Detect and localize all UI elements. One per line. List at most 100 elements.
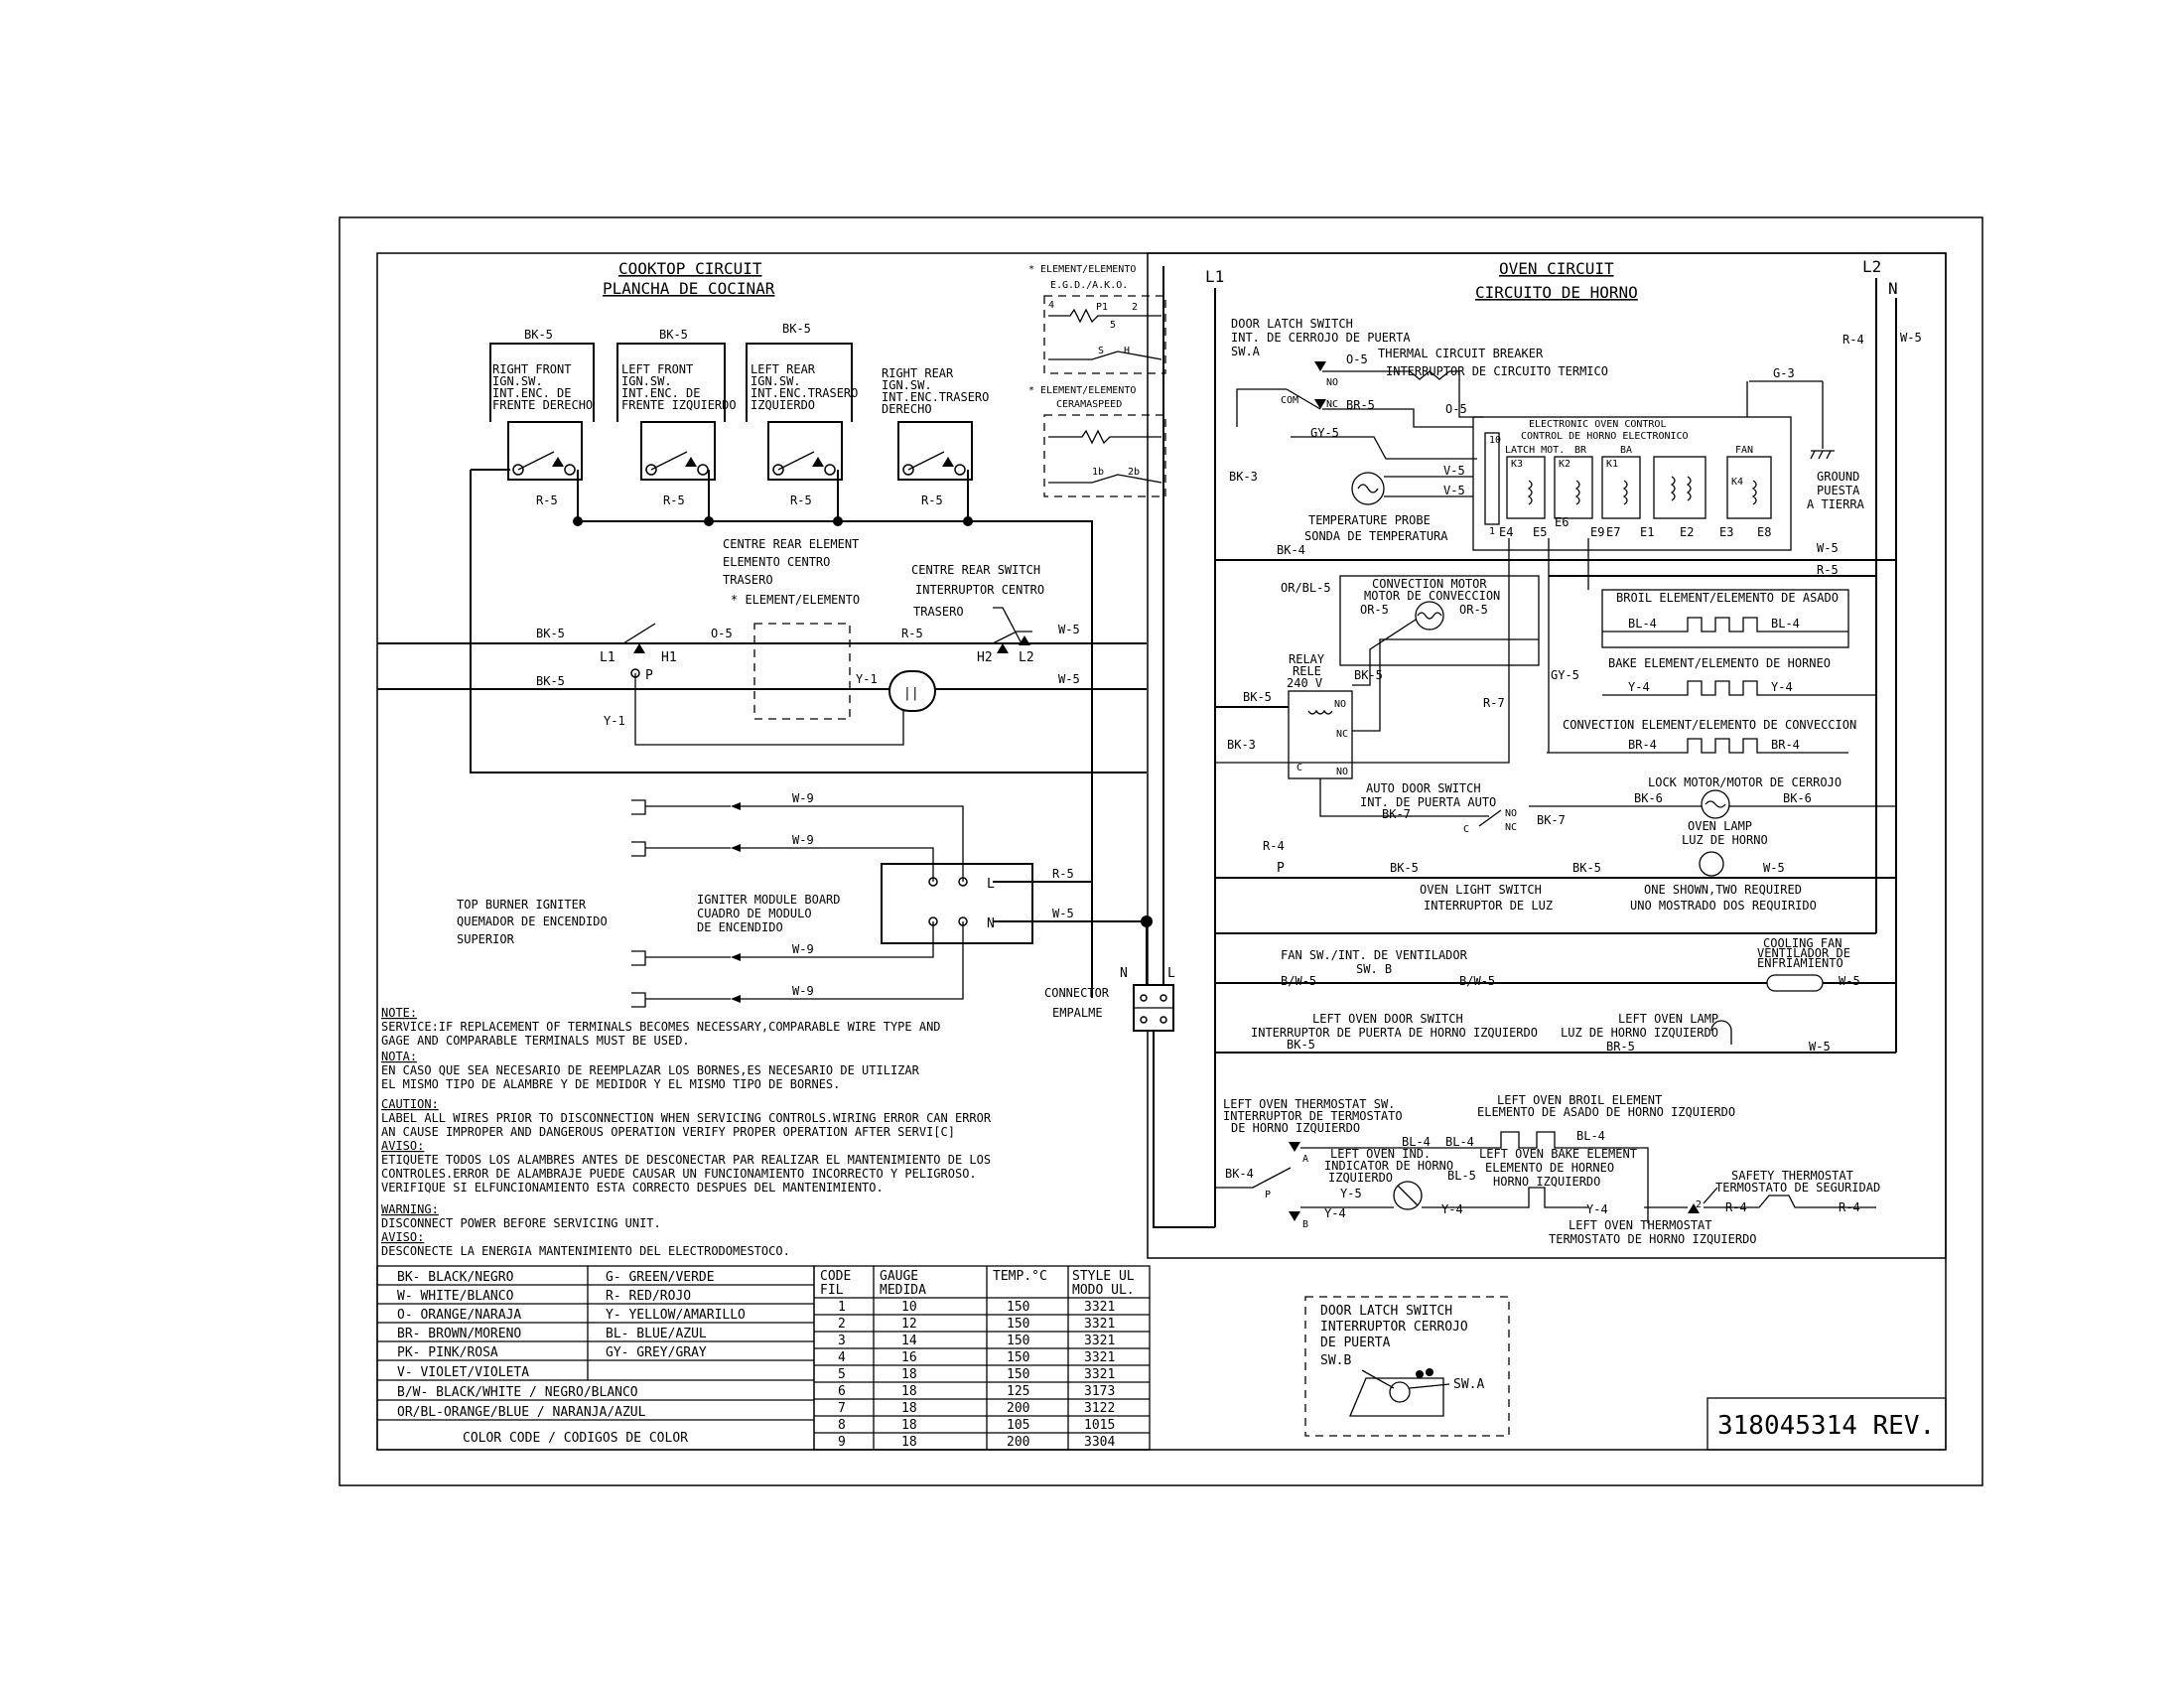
left-door-label: LEFT OVEN DOOR SWITCH [1312, 1012, 1463, 1026]
left-lamp-label: LEFT OVEN LAMP [1618, 1012, 1718, 1026]
legend-title: * ELEMENT/ELEMENTO [1028, 385, 1136, 396]
relay-pin: C [1297, 763, 1302, 774]
table-cell: 3321 [1084, 1300, 1115, 1315]
switch-name-line: IGN.SW. [751, 374, 801, 388]
wire-label: R-5 [790, 493, 812, 507]
notes-block: NOTE: SERVICE:IF REPLACEMENT OF TERMINAL… [381, 1006, 992, 1258]
probe-label: TEMPERATURE PROBE [1308, 513, 1431, 527]
note-line: EL MISMO TIPO DE ALAMBRE Y DE MEDIDOR Y … [381, 1077, 840, 1091]
inset-text: INTERRUPTOR CERROJO [1320, 1320, 1468, 1335]
control-terminal: E2 [1680, 525, 1694, 539]
left-ind-label: IZQUIERDO [1328, 1171, 1393, 1185]
wire-label: BK-5 [782, 322, 811, 336]
connector-empalme: N L CONNECTOR EMPALME [1044, 266, 1175, 1228]
inset-text: DOOR LATCH SWITCH [1320, 1304, 1452, 1319]
wire-label: BK-5 [1390, 861, 1419, 875]
wire-label: R-5 [663, 493, 685, 507]
safety-thermo-label: TERMOSTATO DE SEGURIDAD [1715, 1181, 1880, 1195]
wire-label: V-5 [1443, 464, 1465, 478]
color-code-wide-cell: OR/BL-ORANGE/BLUE / NARANJA/AZUL [397, 1405, 646, 1420]
note-heading: WARNING: [381, 1202, 439, 1216]
centre-element-label: * ELEMENT/ELEMENTO [731, 593, 860, 607]
centre-switch-label: INTERRUPTOR CENTRO [915, 583, 1044, 597]
terminal-label: L2 [1019, 650, 1034, 665]
connector-pin: L [1167, 966, 1175, 981]
table-cell: 200 [1007, 1435, 1029, 1450]
cooling-fan-label: VENTILADOR DE [1757, 946, 1850, 960]
relay-label: RELE [1293, 664, 1321, 678]
note-line: CONTROLES.ERROR DE ALAMBRAJE PUEDE CAUSA… [381, 1167, 977, 1181]
table-cell: 18 [901, 1435, 917, 1450]
switch-name-line: IGN.SW. [492, 374, 543, 388]
wire-label: BR-4 [1771, 738, 1800, 752]
light-switch-label: INTERRUPTOR DE LUZ [1424, 899, 1553, 913]
table-cell: 7 [838, 1401, 846, 1416]
wire-label: W-5 [1900, 331, 1922, 345]
table-header: CODE [820, 1269, 851, 1284]
table-cell: 18 [901, 1418, 917, 1433]
wire-label: G-3 [1773, 366, 1795, 380]
fan-switch-label: FAN SW./INT. DE VENTILADOR [1281, 948, 1468, 962]
wire-label: R-7 [1483, 696, 1505, 710]
relay-pin: NO [1336, 767, 1348, 777]
control-terminal: E6 [1555, 515, 1569, 529]
wire-label: W-9 [792, 984, 814, 998]
color-code-cell: G- GREEN/VERDE [606, 1270, 715, 1285]
wire-label: BL-4 [1445, 1135, 1474, 1149]
switch-name-line: RIGHT REAR [882, 366, 954, 380]
wire-label: BK-7 [1382, 807, 1411, 821]
wire-label: W-5 [1052, 907, 1074, 920]
color-code-footer: COLOR CODE / CODIGOS DE COLOR [463, 1431, 688, 1446]
part-number-box [1706, 1397, 1947, 1451]
table-cell: 3173 [1084, 1384, 1115, 1399]
table-cell: 150 [1007, 1334, 1029, 1348]
table-cell: 16 [901, 1350, 917, 1365]
auto-door-label: INT. DE PUERTA AUTO [1360, 795, 1496, 809]
left-bake-label: HORNO IZQUIERDO [1493, 1175, 1600, 1189]
wire-label: Y-5 [1340, 1187, 1362, 1200]
element-label: BAKE ELEMENT/ELEMENTO DE HORNEO [1608, 656, 1831, 670]
wire-label: BK-5 [536, 674, 565, 688]
wire-label: W-9 [792, 942, 814, 956]
pin-label: B [1302, 1219, 1308, 1230]
pin-label: NO [1326, 377, 1338, 388]
table-cell: 1015 [1084, 1418, 1115, 1433]
wire-label: BR-4 [1628, 738, 1657, 752]
table-cell: 5 [838, 1367, 846, 1382]
note-heading: NOTE: [381, 1006, 417, 1020]
element-label: CONVECTION ELEMENT/ELEMENTO DE CONVECCIO… [1563, 718, 1856, 732]
wire-label: V-5 [1443, 484, 1465, 497]
legend-sub: CERAMASPEED [1056, 399, 1122, 410]
table-cell: 150 [1007, 1317, 1029, 1332]
door-latch-label: SW.A [1231, 345, 1261, 358]
left-ind-label: LEFT OVEN IND. [1330, 1147, 1431, 1161]
ground-icon [1810, 450, 1835, 460]
wire-label: BK-6 [1634, 791, 1663, 805]
pin-label: 2 [1696, 1199, 1702, 1210]
pin-label: COM [1281, 395, 1298, 406]
note-heading: AVISO: [381, 1139, 424, 1153]
cooktop-subtitle: PLANCHA DE COCINAR [603, 279, 775, 298]
oven-section-frame [1147, 252, 1947, 1259]
cooling-fan-label: COOLING FAN [1763, 936, 1842, 950]
table-cell: 18 [901, 1401, 917, 1416]
wire-label: R-5 [901, 627, 923, 640]
relay-label: K1 [1606, 459, 1618, 470]
wire-label: Y-1 [856, 672, 878, 686]
wire-label: BK-3 [1229, 470, 1258, 484]
wire-label: W-5 [1763, 861, 1785, 875]
lock-motor-label: LOCK MOTOR/MOTOR DE CERROJO [1648, 775, 1842, 789]
relay-label: K4 [1731, 477, 1743, 488]
convection-element: CONVECTION ELEMENT/ELEMENTO DE CONVECCIO… [1547, 718, 1856, 754]
switch-name-line: LEFT REAR [751, 362, 816, 376]
cooktop-title: COOKTOP CIRCUIT [618, 259, 762, 278]
igniter-label: TOP BURNER IGNITER [457, 898, 587, 912]
left-bake-label: LEFT OVEN BAKE ELEMENT [1479, 1147, 1637, 1161]
module-pin-label: L [987, 877, 995, 892]
control-label: CONTROL DE HORNO ELECTRONICO [1521, 431, 1689, 442]
ignition-switch-right-front: BK-5 RIGHT FRONT IGN.SW. INT.ENC. DE FRE… [489, 328, 595, 507]
color-code-table: BK- BLACK/NEGRO G- GREEN/VERDE W- WHITE/… [376, 1265, 815, 1451]
terminal-label: H1 [661, 650, 677, 665]
wire-label: W-5 [1809, 1040, 1831, 1054]
